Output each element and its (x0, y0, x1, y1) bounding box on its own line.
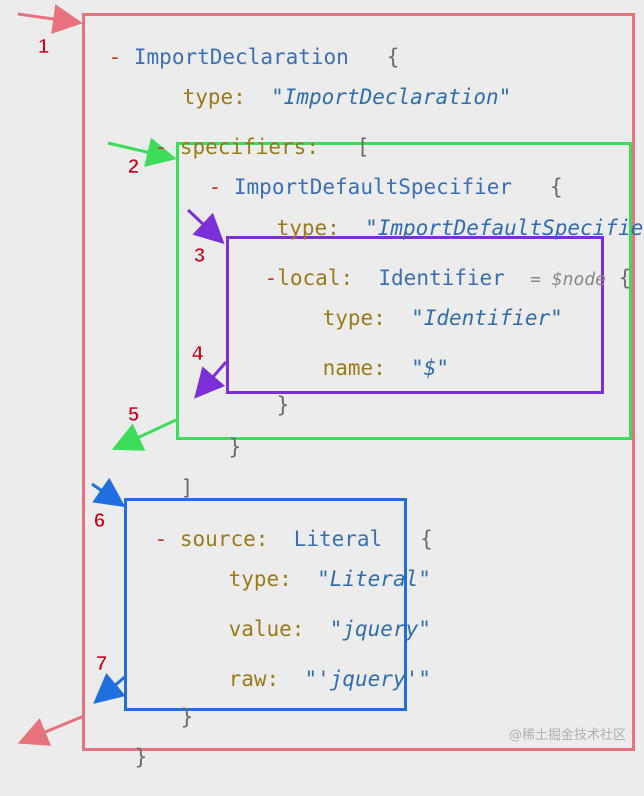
root-close-line: } (84, 718, 148, 796)
arrow-2 (107, 137, 177, 167)
arrow-6 (91, 477, 126, 508)
badge-4: 4 (192, 343, 204, 366)
root-line: - ImportDeclaration { (58, 18, 400, 96)
specifiers-close-bracket: ] (180, 476, 194, 500)
root-close-brace: } (134, 745, 148, 769)
root-type-line: type: "ImportDeclaration" (132, 58, 512, 136)
literal-box (124, 498, 407, 711)
literal-type-key: type: (228, 567, 292, 591)
source-key: source: (179, 527, 269, 551)
spec-type: ImportDefaultSpecifier (233, 175, 513, 199)
literal-type-line: type: "Literal" (178, 540, 431, 618)
import-default-specifier-box (176, 142, 632, 440)
identifier-name-line: name: "$" (272, 329, 449, 407)
ast-diagram: - ImportDeclaration { type: "ImportDecla… (17, 4, 644, 769)
source-line: - source: Literal { (104, 500, 433, 578)
badge-5: 5 (128, 404, 140, 427)
literal-raw-line: raw: "'jquery'" (178, 640, 431, 718)
root-type-key: type: (182, 85, 246, 109)
literal-value-line: value: "jquery" (178, 590, 431, 668)
source-close-brace: } (180, 705, 194, 729)
import-declaration-box (82, 13, 635, 751)
arrow-4 (194, 361, 228, 399)
watermark: @稀土掘金技术社区 (508, 728, 626, 743)
arrow-1 (17, 4, 83, 34)
badge-3: 3 (194, 245, 206, 268)
literal-raw-value: "'jquery'" (304, 667, 431, 691)
identifier-type-value: "Identifier" (411, 306, 563, 330)
local-key: local: (277, 266, 354, 290)
specifiers-close-line: ] (130, 449, 194, 527)
specifiers-line: - specifiers: [ (104, 108, 370, 186)
identifier-name-key: name: (322, 356, 386, 380)
arrow-7 (93, 672, 127, 704)
identifier-type-key: type: (322, 306, 386, 330)
root-open-brace: { (386, 45, 400, 69)
identifier-type-line: type: "Identifier" (272, 279, 563, 357)
local-minus: - (264, 266, 278, 290)
identifier-name-value: "$" (411, 356, 450, 380)
badge-2: 2 (128, 156, 140, 179)
spec-type-value: "ImportDefaultSpecifier" (365, 216, 644, 240)
specifiers-key: specifiers: (179, 135, 319, 159)
spec-close-brace: } (228, 435, 242, 459)
arrow-5 (111, 418, 177, 451)
literal-value-value: "jquery" (329, 617, 431, 641)
arrow-3 (186, 208, 225, 245)
source-minus: - (154, 527, 168, 551)
source-open-brace: { (420, 527, 433, 551)
spec-type-key: type: (276, 216, 340, 240)
literal-type-value: "Literal" (317, 567, 431, 591)
local-close-brace: } (276, 393, 290, 417)
spec-line: - ImportDefaultSpecifier { (158, 148, 563, 226)
arrow-8 (17, 714, 85, 746)
local-hint: = $node (530, 269, 606, 290)
root-minus: - (108, 45, 122, 69)
specifiers-minus: - (154, 135, 168, 159)
badge-6: 6 (94, 510, 106, 533)
local-type: Identifier (378, 266, 505, 290)
identifier-box (226, 236, 604, 394)
source-type: Literal (293, 527, 383, 551)
spec-type-line: type: "ImportDefaultSpecifier" (226, 189, 644, 267)
local-line: -local: Identifier = $node { (214, 239, 632, 319)
local-open-brace: { (618, 266, 632, 290)
spec-close-line: } (178, 408, 242, 486)
spec-minus: - (208, 175, 222, 199)
badge-7: 7 (96, 653, 108, 676)
arrows-layer (17, 4, 228, 746)
root-type-value: "ImportDeclaration" (271, 85, 512, 109)
literal-value-key: value: (228, 617, 305, 641)
source-close-line: } (130, 678, 194, 756)
specifiers-open-bracket: [ (356, 135, 370, 159)
literal-raw-key: raw: (228, 667, 280, 691)
root-type: ImportDeclaration (133, 45, 349, 69)
spec-open-brace: { (549, 175, 563, 199)
local-close-line: } (226, 366, 290, 444)
badge-1: 1 (38, 36, 50, 59)
